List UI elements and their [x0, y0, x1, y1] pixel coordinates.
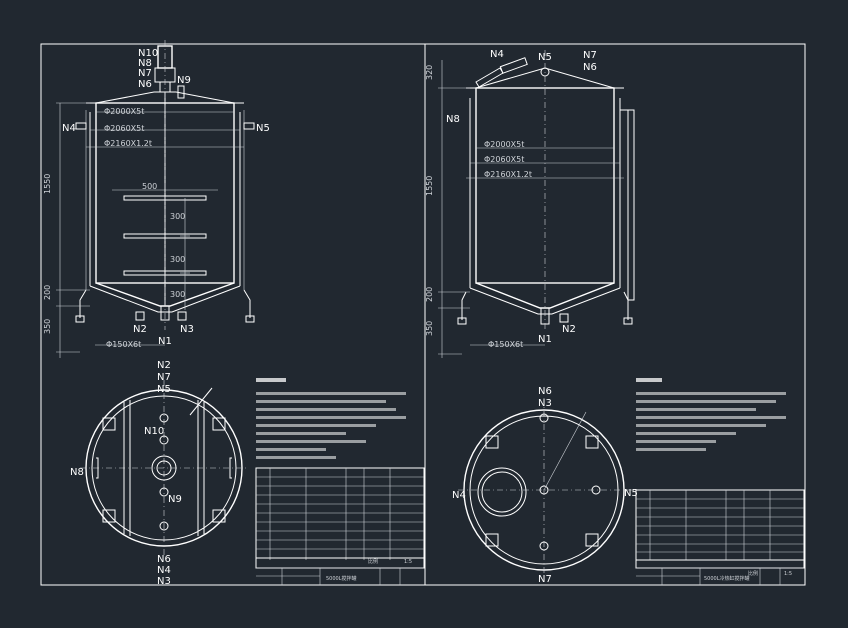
dim-d2: Φ2060X5t — [104, 124, 144, 133]
r-level-gauge — [627, 109, 635, 301]
plan-label-n4: N4 — [157, 565, 171, 576]
rplan-label-n4: N4 — [452, 490, 466, 501]
dim-w-blade: 500 — [142, 182, 157, 191]
right-elevation-view — [438, 50, 635, 358]
r-inner-shell — [475, 87, 615, 284]
label-n2: N2 — [133, 324, 147, 335]
dim-d-bottom: Φ150X6t — [106, 340, 141, 349]
dim-d1: Φ2000X5t — [104, 107, 144, 116]
r-label-n6: N6 — [583, 62, 597, 73]
label-n8: N8 — [138, 58, 152, 69]
left-plan-view — [80, 380, 248, 556]
r-label-n1: N1 — [538, 334, 552, 345]
r-dim-d1: Φ2000X5t — [484, 140, 524, 149]
plan-label-n10: N10 — [144, 426, 164, 437]
right-nozzle-table — [635, 489, 805, 585]
r-dim-d3: Φ2160X1.2t — [484, 170, 532, 179]
nozzle-n5 — [243, 122, 255, 130]
r-dim-d2: Φ2060X5t — [484, 155, 524, 164]
plan-label-n9: N9 — [168, 494, 182, 505]
dim-p2: 300 — [170, 255, 185, 264]
plan-label-n2: N2 — [157, 360, 171, 371]
r-manhole — [477, 467, 527, 517]
label-n10: N10 — [138, 48, 158, 59]
nozzle-n3 — [177, 311, 187, 321]
rplan-label-n7: N7 — [538, 574, 552, 585]
rplan-label-n5: N5 — [624, 488, 638, 499]
label-n9: N9 — [177, 75, 191, 86]
label-n1: N1 — [158, 336, 172, 347]
nozzle-n2 — [135, 311, 145, 321]
plan-agitator-hub — [151, 455, 177, 481]
r-dim-d-bottom: Φ150X6t — [488, 340, 523, 349]
label-n5: N5 — [256, 123, 270, 134]
label-n6: N6 — [138, 79, 152, 90]
dim-p1: 300 — [170, 212, 185, 221]
label-n7: N7 — [138, 68, 152, 79]
right-tb-title: 5000L冷热缸搅拌罐 — [704, 575, 750, 582]
r-label-n5: N5 — [538, 52, 552, 63]
leg-right — [243, 289, 251, 318]
dim-h-cone: 200 — [43, 285, 52, 300]
plan-label-n5: N5 — [157, 384, 171, 395]
nozzle-n9-pipe — [177, 85, 185, 99]
plan-label-n6: N6 — [157, 554, 171, 565]
foot-left — [75, 315, 85, 323]
left-nozzle-table — [255, 467, 425, 585]
blade-1 — [123, 195, 207, 201]
rplan-label-n3: N3 — [538, 398, 552, 409]
leg-left — [79, 289, 87, 318]
dim-d3: Φ2160X1.2t — [104, 139, 152, 148]
blade-3 — [123, 270, 207, 276]
r-dim-h-cone: 200 — [425, 287, 434, 302]
right-tb-scale-label: 比例 — [748, 570, 758, 577]
r-label-n8: N8 — [446, 114, 460, 125]
r-dim-h-top: 320 — [425, 65, 434, 80]
blade-2 — [123, 233, 207, 239]
dim-p3: 300 — [170, 290, 185, 299]
left-tb-scale: 1:5 — [404, 559, 412, 565]
r-label-n4: N4 — [490, 49, 504, 60]
r-dim-h-leg: 350 — [425, 321, 434, 336]
label-n3: N3 — [180, 324, 194, 335]
plan-label-n3: N3 — [157, 576, 171, 587]
jacket-cone — [89, 285, 241, 313]
nozzle-n4 — [75, 122, 87, 130]
label-n4: N4 — [62, 123, 76, 134]
r-label-n2: N2 — [562, 324, 576, 335]
drawing-frame — [40, 43, 806, 586]
left-notes — [256, 378, 406, 459]
left-tb-title: 5000L搅拌罐 — [326, 575, 357, 582]
dim-h-leg: 350 — [43, 319, 52, 334]
right-plan-view — [458, 398, 632, 580]
right-tb-scale: 1:5 — [784, 571, 792, 577]
left-tb-scale-label: 比例 — [368, 558, 378, 565]
plan-label-n7: N7 — [157, 372, 171, 383]
r-label-n7: N7 — [583, 50, 597, 61]
plan-label-n8: N8 — [70, 467, 84, 478]
dim-h-total: 1550 — [43, 174, 52, 194]
foot-right — [245, 315, 255, 323]
right-notes — [636, 378, 786, 451]
left-elevation-view — [56, 40, 255, 358]
rplan-label-n6: N6 — [538, 386, 552, 397]
r-dim-h-total: 1550 — [425, 176, 434, 196]
